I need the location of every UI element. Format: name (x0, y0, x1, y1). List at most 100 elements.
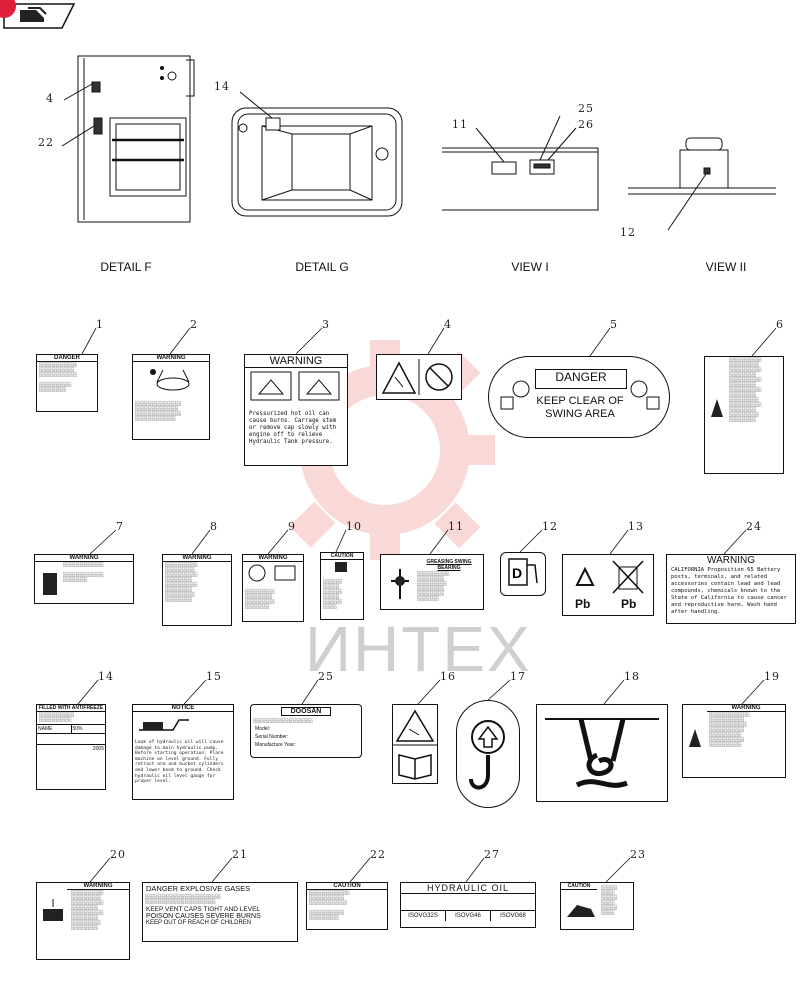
decal-19-number: 19 (764, 670, 780, 683)
decal-27: HYDRAULIC OIL ISOVG32S ISOVG46 ISOVG68 (400, 882, 536, 928)
svg-text:D: D (512, 565, 522, 581)
decal-24-body: CALIFORNIA Proposition 65 Battery posts,… (671, 567, 787, 615)
decal-9-title: WARNING (243, 555, 303, 562)
decal-27-grade-3: ISOVG68 (500, 913, 526, 919)
nav-tab-icon (3, 3, 76, 29)
hot-surface-icon (150, 369, 190, 391)
decal-21-line-1: DANGER EXPLOSIVE GASES (146, 884, 251, 893)
decal-3-title: WARNING (245, 355, 347, 368)
decal-5-title: DANGER (535, 369, 627, 389)
decal-18 (536, 704, 668, 802)
decal-27-grade-2: ISOVG46 (446, 911, 491, 921)
decal-23: CAUTION ░░░░░░░░░░░░░░░░░░░░░░░░░░░░░░░░… (560, 882, 634, 930)
decal-3-number: 3 (322, 318, 330, 331)
decal-21-number: 21 (232, 848, 248, 861)
decal-5-body: KEEP CLEAR OF SWING AREA (536, 395, 624, 420)
decal-21-line-2: KEEP VENT CAPS TIGHT AND LEVEL (146, 906, 261, 913)
acid-burn-icon (711, 399, 723, 417)
decal-12: D (500, 552, 546, 596)
decal-20: WARNING ░░░░░░░░░░░░░░░░░░░░░░░░░░░░░░░░… (36, 882, 130, 960)
caution-symbol-icon (335, 562, 347, 572)
decal-21: DANGER EXPLOSIVE GASES ░░░░░░░░░░░░░░░░░… (142, 882, 298, 942)
decal-21-line-4: KEEP OUT OF REACH OF CHILDREN (146, 920, 252, 926)
decal-8: WARNING ░░░░░░░░░░░░░░░░░░░░░░░░░░░░░░░░… (162, 554, 232, 626)
decal-25-number: 25 (318, 670, 334, 683)
decal-11: GREASING SWING BEARING ░░░░░░░░░░░░░░░░░… (380, 554, 484, 610)
callout-i-26: 26 (578, 118, 594, 131)
decal-25-title: DOOSAN (281, 707, 331, 716)
decal-12-number: 12 (542, 520, 558, 533)
decal-25-year: Manufacture Year: (255, 742, 296, 748)
excavator-level-icon (139, 719, 189, 731)
callout-f-4: 4 (46, 92, 54, 105)
decal-14: FILLED WITH ANTIFREEZE ░░░░░░░░░░░░░░░░░… (36, 704, 106, 790)
decal-13-pb-right: Pb (621, 597, 637, 611)
decal-8-title: WARNING (163, 555, 231, 562)
decal-10-number: 10 (346, 520, 362, 533)
diesel-fuel-icon: D (508, 558, 538, 586)
decal-20-title: WARNING (67, 883, 129, 890)
decal-22: CAUTION ░░░░░░░░░░░░░░░░░░░░░░░░░░░░░░░░… (306, 882, 388, 930)
callout-ii-12: 12 (620, 226, 636, 239)
decal-11-title: GREASING SWING BEARING (426, 559, 472, 571)
decal-4-number: 4 (444, 318, 452, 331)
callout-f-22: 22 (38, 136, 54, 149)
decal-13: Pb Pb (562, 554, 654, 616)
view-ii-caption: VIEW II (705, 260, 747, 274)
decal-7-number: 7 (116, 520, 124, 533)
decal-8-number: 8 (210, 520, 218, 533)
read-manual-warning-icon (393, 709, 437, 780)
decal-25-model: Model: (255, 726, 271, 732)
decal-16 (392, 704, 438, 784)
decal-1-title: DANGER (37, 355, 97, 362)
page-indicator-dot (0, 0, 16, 18)
top-views-drawing (61, 55, 776, 231)
fan-hazard-icon (248, 564, 296, 582)
decal-7-title: WARNING (35, 555, 133, 562)
decal-1-number: 1 (96, 318, 104, 331)
decal-24-title: WARNING (667, 555, 795, 566)
sling-point-icon (545, 718, 659, 788)
decal-13-pb-left: Pb (575, 597, 591, 611)
decal-5: DANGER KEEP CLEAR OF SWING AREA (488, 356, 670, 438)
decal-3-body: Pressurized hot oil can cause burns. Car… (249, 411, 337, 445)
page-nav-tab[interactable] (0, 0, 80, 30)
swing-left-icon (500, 380, 530, 410)
decal-27-number: 27 (484, 848, 500, 861)
decal-20-number: 20 (110, 848, 126, 861)
decal-17-number: 17 (510, 670, 526, 683)
callout-g-14: 14 (214, 80, 230, 93)
decal-25-serial: Serial Number: (255, 734, 289, 740)
decal-27-title: HYDRAULIC OIL (401, 883, 535, 894)
decal-6-number: 6 (776, 318, 784, 331)
detail-f-caption: DETAIL F (100, 260, 152, 274)
watermark-text: ИНТЕХ (305, 613, 532, 685)
decal-2: WARNING ░░░░░░░░░░░░░░░░░░░░░░░░░░░░░░░░… (132, 354, 210, 440)
battery-acid-icon (43, 899, 63, 921)
decal-21-line-3: POISON CAUSES SEVERE BURNS (146, 913, 261, 920)
decal-19: WARNING ░░░░░░░░░░░░░░░░░░░░░░░░░░░░░░░░… (682, 704, 786, 778)
decal-23-number: 23 (630, 848, 646, 861)
decal-11-number: 11 (448, 520, 464, 533)
grease-gun-icon (391, 569, 409, 599)
decal-23-title: CAUTION (561, 883, 597, 890)
decal-15-title: NOTICE (133, 705, 233, 712)
decal-5-number: 5 (610, 318, 618, 331)
hand-hazard-icon (43, 573, 57, 595)
decal-10-title: CAUTION (321, 553, 363, 560)
decal-24: WARNING CALIFORNIA Proposition 65 Batter… (666, 554, 796, 624)
decal-13-number: 13 (628, 520, 644, 533)
decal-6: ░░░░░░░░░░░░░░░░░░░░░░░░░░░░░░░░░░░░░░░░… (704, 356, 784, 474)
decal-14-number: 14 (98, 670, 114, 683)
no-smoking-warning-icon (381, 359, 453, 395)
decal-18-number: 18 (624, 670, 640, 683)
decal-14-year: 2005 (37, 744, 105, 753)
decal-15-number: 15 (206, 670, 222, 683)
decal-15-body: Look of hydraulic oil will cause damage … (135, 740, 224, 785)
battery-burn-icon (689, 729, 701, 747)
decal-7: WARNING ░░░░░░░░░░░░░░░░░░░░░░░░░░░░░░░░… (34, 554, 134, 604)
pressurized-tank-icon (250, 371, 340, 401)
hand-crush-icon (567, 905, 595, 917)
decal-24-number: 24 (746, 520, 762, 533)
decal-1: DANGER ░░░░░░░░░░░░░░░░░░░░░░░░░░░░░░░░░… (36, 354, 98, 412)
